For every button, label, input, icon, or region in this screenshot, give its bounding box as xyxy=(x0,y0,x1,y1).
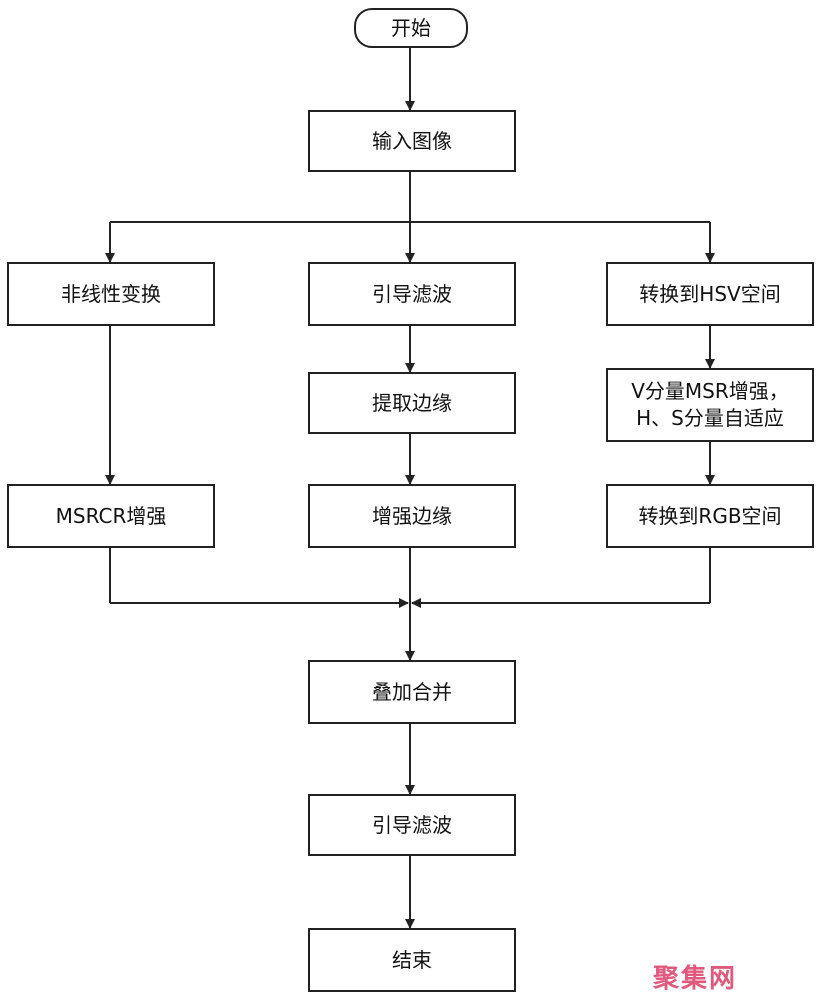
guided-filter-label-2: 引导滤波 xyxy=(372,812,452,837)
enhance-edge-label: 增强边缘 xyxy=(372,503,452,528)
watermark-logo: 聚集网 xyxy=(652,964,737,994)
merge-label: 叠加合并 xyxy=(372,679,452,704)
guided-filter-label-1: 引导滤波 xyxy=(372,281,452,306)
msr-enhance-node: V分量MSR增强， H、S分量自适应 xyxy=(606,368,814,442)
msrcr-label: MSRCR增强 xyxy=(55,503,167,528)
guided-filter-node-2: 引导滤波 xyxy=(308,794,516,856)
merge-node: 叠加合并 xyxy=(308,660,516,724)
extract-edge-node: 提取边缘 xyxy=(308,372,516,434)
to-rgb-label: 转换到RGB空间 xyxy=(638,503,782,528)
enhance-edge-node: 增强边缘 xyxy=(308,484,516,548)
msrcr-node: MSRCR增强 xyxy=(7,484,215,548)
extract-edge-label: 提取边缘 xyxy=(372,390,452,415)
to-rgb-node: 转换到RGB空间 xyxy=(606,484,814,548)
guided-filter-node-1: 引导滤波 xyxy=(308,262,516,326)
input-image-label: 输入图像 xyxy=(372,128,452,153)
end-label: 结束 xyxy=(392,947,432,972)
nonlinear-transform-node: 非线性变换 xyxy=(7,262,215,326)
end-node: 结束 xyxy=(308,928,516,992)
input-image-node: 输入图像 xyxy=(308,110,516,172)
to-hsv-label: 转换到HSV空间 xyxy=(639,281,781,306)
to-hsv-node: 转换到HSV空间 xyxy=(606,262,814,326)
msr-enhance-label-line1: V分量MSR增强， xyxy=(631,379,789,403)
msr-enhance-label-line2: H、S分量自适应 xyxy=(636,406,784,430)
start-node: 开始 xyxy=(354,8,468,48)
start-label: 开始 xyxy=(391,15,431,40)
nonlinear-transform-label: 非线性变换 xyxy=(61,281,161,306)
